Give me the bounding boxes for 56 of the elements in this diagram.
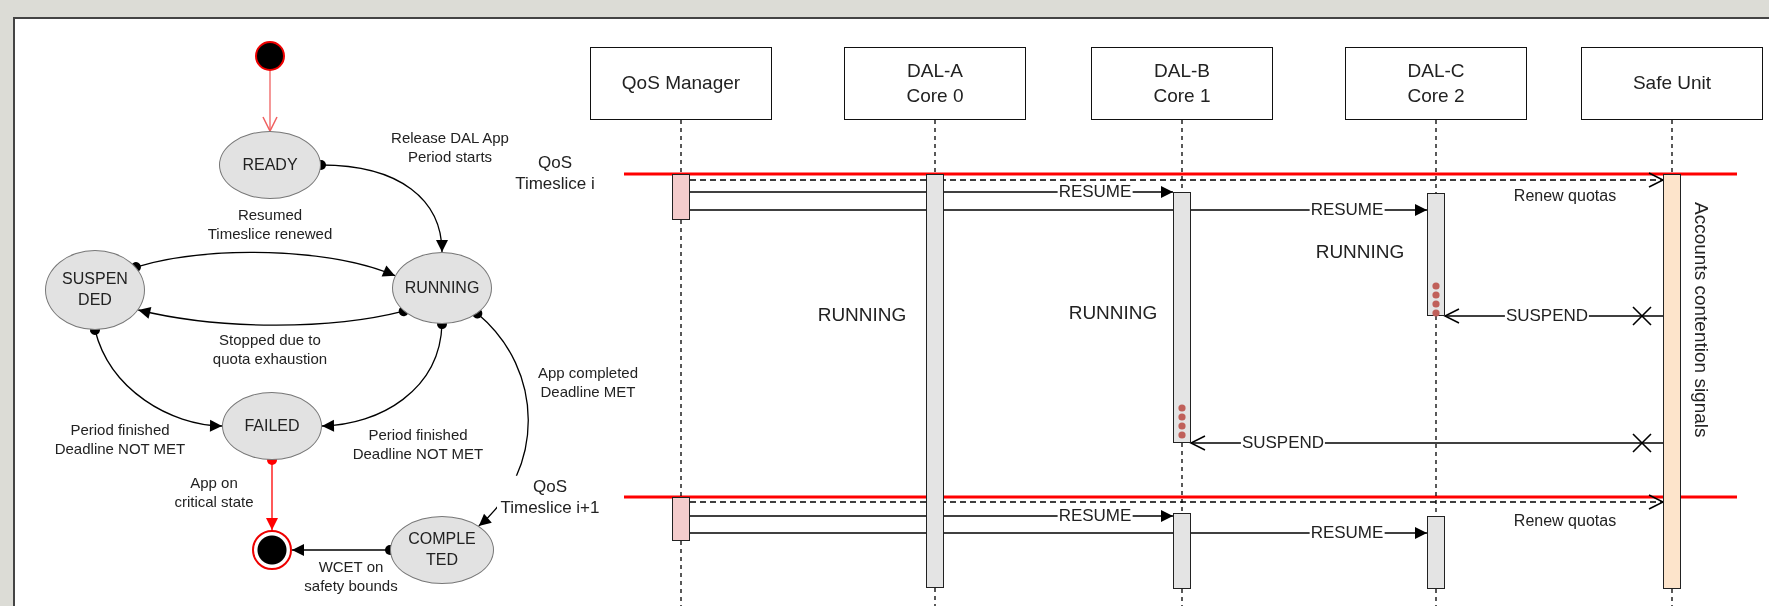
edge-label: Period finished Deadline NOT MET [53,421,187,459]
participant-box [1091,47,1273,120]
participant-label: Safe Unit [1632,71,1712,96]
participant-label: QoS Manager [621,71,741,96]
activation-bar [1173,513,1191,589]
transition-arrow [137,306,409,326]
activation-bar [926,174,944,588]
message-arrow [689,494,1664,510]
edge-label: App on critical state [173,474,255,512]
activation-bar [672,497,690,541]
transition-arrow [262,70,278,132]
state-note: RUNNING [817,303,907,327]
participant-box [590,47,772,120]
state-note: RUNNING [1068,301,1158,325]
participant-label: DAL-C Core 2 [1406,58,1466,108]
edge-label: Renew quotas [1513,511,1617,531]
edge-label: Renew quotas [1513,186,1617,206]
message-arrow [689,186,1174,198]
message-arrow [689,510,1174,522]
lifeline [1435,588,1437,606]
lifeline [934,119,936,175]
activation-bar [1427,516,1445,589]
lifeline [1181,588,1183,606]
lifeline [680,540,682,606]
lifeline [934,587,936,606]
participant-label: DAL-A Core 0 [905,58,965,108]
message-arrow [689,172,1664,188]
participant-box [1345,47,1527,120]
state-label: COMPLE TED [407,529,477,570]
activation-bar [1173,192,1191,443]
message-arrow [689,527,1428,539]
edge-label: Stopped due to quota exhaustion [211,331,329,369]
activation-bar [672,174,690,220]
lifeline [680,119,682,175]
activation-bar [1427,193,1445,316]
activation-bar [1663,174,1681,589]
participant-label: DAL-B Core 1 [1152,58,1212,108]
lifeline [1435,119,1437,194]
edge-label: Period finished Deadline NOT MET [351,426,485,464]
state-label: RUNNING [404,277,480,298]
lifeline [680,219,682,498]
lifeline [1671,588,1673,606]
message-arrow [689,204,1428,216]
transition-arrow [130,251,396,278]
participant-box [1581,47,1763,120]
participant-box [844,47,1026,120]
state-label: FAILED [244,415,300,436]
edge-label: App completed Deadline MET [536,364,640,402]
state-label: READY [242,154,298,175]
state-note: RUNNING [1315,240,1405,264]
edge-label: WCET on safety bounds [303,558,399,596]
lifeline [1181,442,1183,514]
state-label: SUSPEN DED [61,269,129,310]
side-label: Accounts contention signals [1690,202,1712,438]
lifeline [1671,119,1673,175]
edge-label: Resumed Timeslice renewed [206,206,334,244]
